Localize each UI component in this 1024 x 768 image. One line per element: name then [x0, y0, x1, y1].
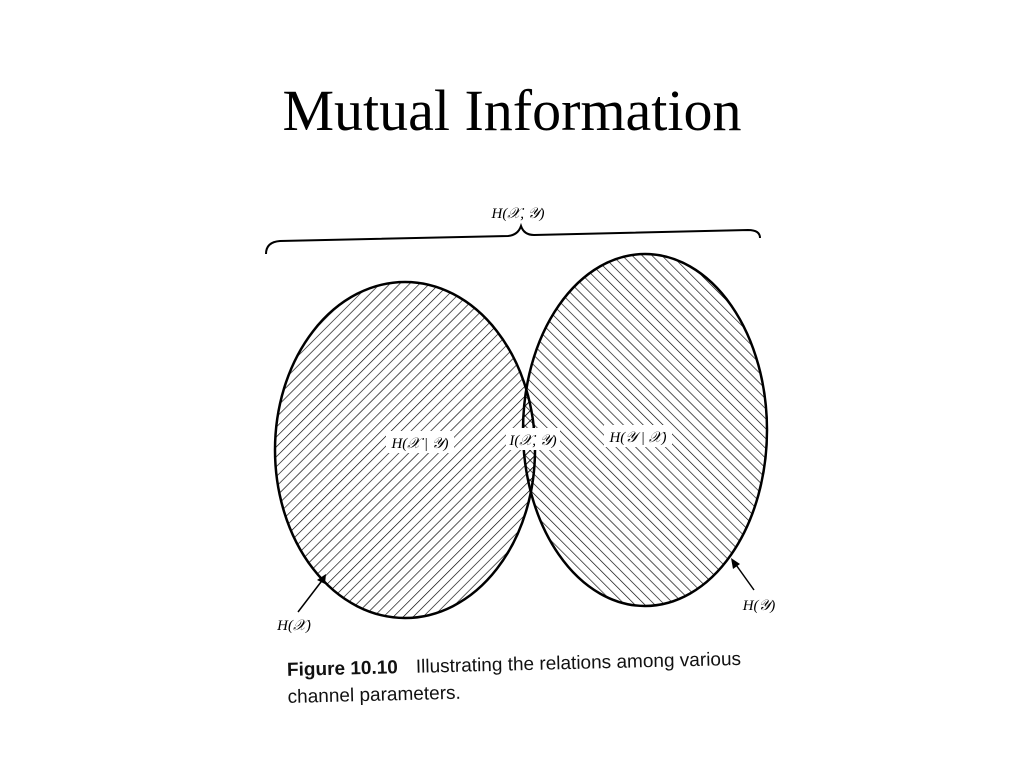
caption-line-1: Illustrating the relations among various	[416, 649, 742, 678]
x-entropy-arrowhead	[317, 574, 326, 584]
y-entropy-arrowhead	[731, 558, 740, 569]
y-entropy-arrow	[733, 561, 755, 591]
y-given-x-label-bg	[604, 425, 672, 447]
y-entropy-label: H(𝒴)	[742, 598, 776, 614]
y-given-x-label: H(𝒴 | 𝒳)	[608, 430, 666, 446]
joint-entropy-label: H(𝒳, 𝒴)	[491, 206, 545, 222]
x-entropy-label: H(𝒳)	[276, 618, 311, 634]
mutual-info-label: I(𝒳, 𝒴)	[508, 433, 556, 449]
slide-title: Mutual Information	[282, 78, 742, 143]
svg-text:Figure 10.10 Illustrat: Figure 10.10 Illustrating the relations …	[287, 649, 742, 681]
x-given-y-label-bg	[386, 431, 454, 453]
joint-entropy-brace	[265, 222, 761, 255]
mutual-info-label-bg	[506, 428, 560, 450]
figure-caption: Figure 10.10 Illustrating the relations …	[287, 649, 742, 708]
caption-line-2: channel parameters.	[287, 683, 461, 708]
caption-figure-number: Figure 10.10	[287, 657, 398, 681]
x-entropy-arrow	[297, 577, 325, 613]
x-given-y-label: H(𝒳 | 𝒴)	[390, 436, 448, 452]
